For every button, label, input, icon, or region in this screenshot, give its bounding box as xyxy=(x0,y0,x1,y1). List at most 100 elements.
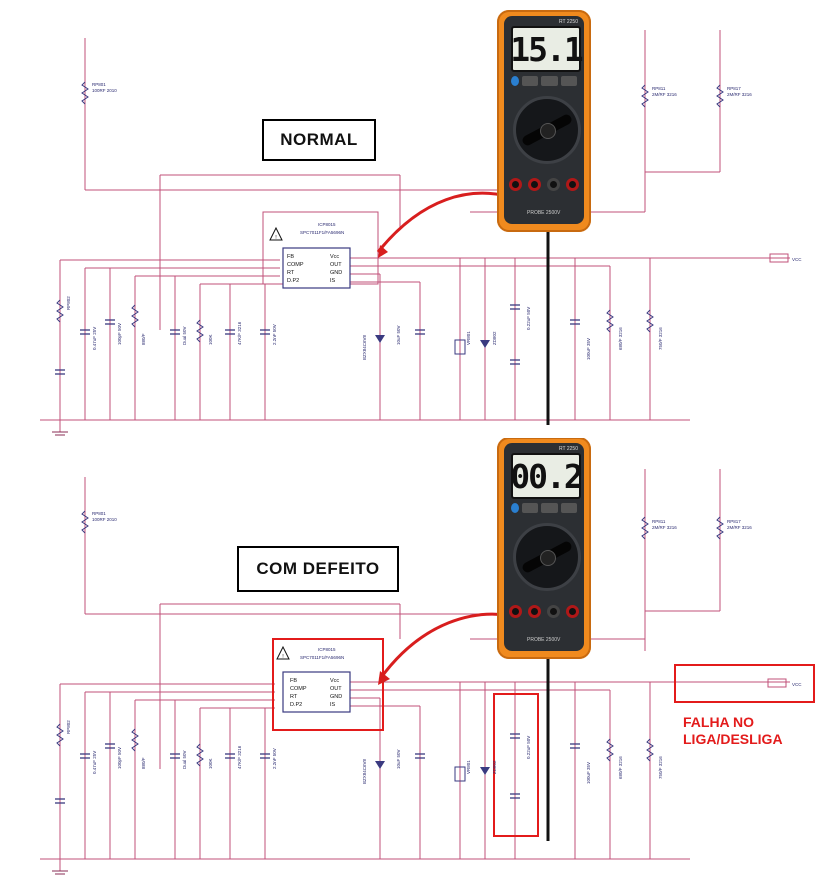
ic-pin-gnd: GND xyxy=(330,270,342,276)
meter-power-button[interactable] xyxy=(511,76,519,86)
ic-pin-rt-defect: RT xyxy=(290,694,298,700)
ic-pin-gnd-defect: GND xyxy=(330,694,342,700)
meter-buttons xyxy=(511,503,577,513)
jack-com[interactable] xyxy=(547,178,560,191)
ic-pin-vcc: Vcc xyxy=(330,254,339,260)
zd808-label: BZX84C6V8 xyxy=(362,334,367,360)
rp802-label: RP802 xyxy=(66,296,71,310)
vcc-label: VCC xyxy=(792,257,802,262)
meter-hold-button[interactable] xyxy=(541,503,558,513)
rp812-label: 100K xyxy=(208,334,213,345)
ic-part: SPC7011F1/FA5696N xyxy=(300,230,344,235)
status-normal: NORMAL xyxy=(262,119,376,161)
meter-hold-button[interactable] xyxy=(541,76,558,86)
meter-func-button[interactable] xyxy=(522,503,539,513)
cp815-label: 10uF 50V xyxy=(396,325,401,345)
rp818-label-defect: 750/F 3216 xyxy=(658,756,663,779)
ic-pin-out: OUT xyxy=(330,262,342,268)
rp812-label-defect: 100K xyxy=(208,758,213,769)
meter-range-button[interactable] xyxy=(560,503,577,513)
fault-note: FALHA NO LIGA/DESLIGA xyxy=(683,714,783,748)
svg-text:!: ! xyxy=(275,235,277,241)
schematic-defect: ! ICP8015 SPC7011F1/FA5696N FB COMP RT D… xyxy=(40,469,815,875)
cp812-label: 100uF 35V xyxy=(586,338,591,360)
zd802-label: ZD802 xyxy=(492,331,497,345)
meter-rotary-dial[interactable] xyxy=(513,523,581,591)
ic-pin-is-defect: IS xyxy=(330,702,336,708)
cp819-label-defect: 2.2nF 50V xyxy=(272,748,277,769)
jack-10a[interactable] xyxy=(509,605,522,618)
meter-jack-label: PROBE 2500V xyxy=(527,637,561,643)
jack-com[interactable] xyxy=(547,605,560,618)
cp811-label: 0.22uF 50V xyxy=(526,307,531,330)
meter-power-button[interactable] xyxy=(511,503,519,513)
jack-ma[interactable] xyxy=(528,605,541,618)
status-defect: COM DEFEITO xyxy=(237,546,399,592)
meter-func-button[interactable] xyxy=(522,76,539,86)
cp810-label-defect: 100pF 50V xyxy=(117,747,122,769)
svg-text:!: ! xyxy=(282,654,284,660)
rp817-ref: RP817 xyxy=(727,86,741,91)
meter-buttons xyxy=(511,76,577,86)
cp812-label-defect: 100uF 35V xyxy=(586,762,591,784)
rp816-label-defect: 680/F 3216 xyxy=(618,756,623,779)
rp817-value: 2M/RF 3216 xyxy=(727,92,752,97)
rp813-label: 47K/F 3216 xyxy=(237,321,242,345)
cp808-label: 0.47uF 25V xyxy=(92,327,97,350)
dial-center-icon xyxy=(540,123,556,139)
rp818-label: 750/F 3216 xyxy=(658,327,663,350)
zd802-label-defect: ZD802 xyxy=(492,760,497,774)
ic-pin-out-defect: OUT xyxy=(330,686,342,692)
schematic-normal: ! ICP8015 SPC7011F1/FA5696N FB COMP RT D… xyxy=(40,30,802,438)
jack-ma[interactable] xyxy=(528,178,541,191)
cp811-label-defect: 0.22uF 50V xyxy=(526,736,531,759)
ic-pin-comp-defect: COMP xyxy=(290,686,307,692)
rp813-label-defect: 47K/F 3216 xyxy=(237,745,242,769)
cp816-label-defect: Dual 50V xyxy=(182,750,187,769)
rp811-value: 2M/RF 3216 xyxy=(652,92,677,97)
ic-pin-fb-defect: FB xyxy=(290,678,297,684)
multimeter-normal: RT 2250 15.1 PROBE 2500V xyxy=(497,10,591,232)
meter-rotary-dial[interactable] xyxy=(513,96,581,164)
rp817-value-defect: 2M/RF 3216 xyxy=(727,525,752,530)
fault-note-line2: LIGA/DESLIGA xyxy=(683,731,783,747)
cp815-label-defect: 10uF 50V xyxy=(396,749,401,769)
fault-note-line1: FALHA NO xyxy=(683,714,755,730)
meter-jacks xyxy=(509,605,579,627)
cp808-label-defect: 0.47uF 25V xyxy=(92,751,97,774)
panel-divider xyxy=(0,436,823,438)
cap-highlight-box xyxy=(493,693,539,837)
ic-ref: ICP8015 xyxy=(318,222,336,227)
ic-pin-vcc-defect: Vcc xyxy=(330,678,339,684)
rp802-label-defect: RP802 xyxy=(66,720,71,734)
rp801-ref-defect: RP801 xyxy=(92,511,106,516)
rp801-ref: RP801 xyxy=(92,82,106,87)
rp811-ref-defect: RP811 xyxy=(652,519,666,524)
zd808-label-defect: BZX84C6V8 xyxy=(362,758,367,784)
vr801-label: VR801 xyxy=(466,331,471,345)
multimeter-brand: RT 2250 xyxy=(559,19,578,25)
vcc-label-defect: VCC xyxy=(792,682,802,687)
jack-v[interactable] xyxy=(566,605,579,618)
ic-ref-defect: ICP8015 xyxy=(318,647,336,652)
ic-part-defect: SPC7011F1/FA5696N xyxy=(300,655,344,660)
cp816-label: Dual 50V xyxy=(182,326,187,345)
rp811-value-defect: 2M/RF 3216 xyxy=(652,525,677,530)
ic-pin-dp2: D.P2 xyxy=(287,278,299,284)
rp801-value: 100RF 2010 xyxy=(92,88,117,93)
rp805-label: 880/F xyxy=(141,333,146,345)
jack-10a[interactable] xyxy=(509,178,522,191)
vr801-label-defect: VR801 xyxy=(466,760,471,774)
ic-pin-fb: FB xyxy=(287,254,294,260)
meter-range-button[interactable] xyxy=(560,76,577,86)
rp816-label: 680/F 3216 xyxy=(618,327,623,350)
meter-jacks xyxy=(509,178,579,200)
rp805-label-defect: 880/F xyxy=(141,757,146,769)
jack-v[interactable] xyxy=(566,178,579,191)
panel-defect: ! ICP8015 SPC7011F1/FA5696N FB COMP RT D… xyxy=(0,437,823,877)
ic-pin-is: IS xyxy=(330,278,336,284)
ic-highlight-box xyxy=(272,638,384,731)
meter-display-defect: 00.2 xyxy=(510,453,584,499)
meter-display-normal: 15.1 xyxy=(510,26,584,72)
